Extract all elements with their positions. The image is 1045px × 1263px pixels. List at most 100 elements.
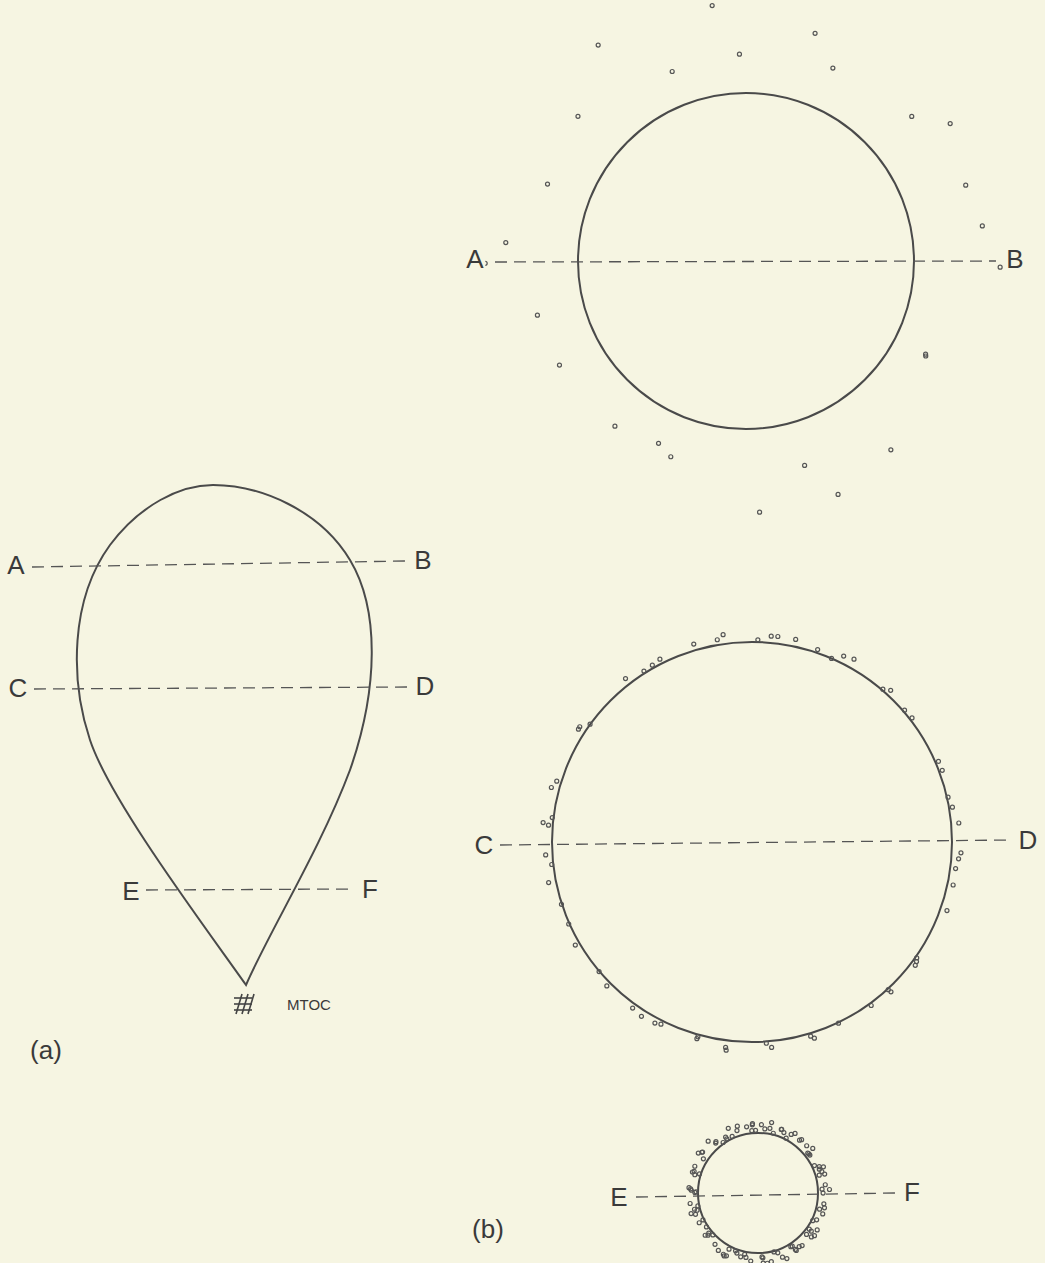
particle-dot xyxy=(784,1136,788,1140)
particle-dot xyxy=(980,224,984,228)
particle-dot xyxy=(758,510,762,514)
particle-dot xyxy=(957,821,961,825)
particle-dot xyxy=(721,1141,725,1145)
particle-dot xyxy=(759,1123,763,1127)
particle-dot xyxy=(769,634,773,638)
section-end-label: C xyxy=(7,675,30,701)
particle-dot xyxy=(910,716,914,720)
particle-dot xyxy=(957,857,961,861)
particle-dot xyxy=(817,1173,821,1177)
cell-outline xyxy=(77,485,372,985)
particle-dot xyxy=(793,1131,797,1135)
particle-dot xyxy=(821,1212,825,1216)
particle-dot xyxy=(726,1126,730,1130)
particle-dot xyxy=(831,66,835,70)
particle-dot xyxy=(692,642,696,646)
particle-dot xyxy=(803,463,807,467)
particle-dot xyxy=(794,637,798,641)
particle-dot xyxy=(546,182,550,186)
particle-dot xyxy=(756,638,760,642)
particle-dot xyxy=(889,688,893,692)
particle-dot xyxy=(770,1121,774,1125)
particle-dot xyxy=(576,114,580,118)
particle-dot xyxy=(800,1244,804,1248)
section-end-label: F xyxy=(902,1179,922,1205)
particle-dot xyxy=(715,638,719,642)
particle-dot xyxy=(650,663,654,667)
particle-dot xyxy=(559,902,563,906)
particle-dot xyxy=(827,1187,831,1191)
particle-dot xyxy=(823,1172,827,1176)
particle-dot xyxy=(822,1202,826,1206)
particle-dot xyxy=(657,441,661,445)
particle-dot xyxy=(793,1247,797,1251)
particle-dot xyxy=(770,1045,774,1049)
particle-dot xyxy=(689,1212,693,1216)
particle-dot xyxy=(550,863,554,867)
section-end-label: B xyxy=(1004,246,1025,272)
particle-dot xyxy=(735,1251,739,1255)
particle-dot xyxy=(693,1164,697,1168)
section-end-label: E xyxy=(120,878,141,904)
particle-dot xyxy=(701,1218,705,1222)
particle-dot xyxy=(800,1138,804,1142)
particle-dot xyxy=(567,922,571,926)
particle-dot xyxy=(694,1212,698,1216)
particle-dot xyxy=(710,4,714,8)
particle-dot xyxy=(807,1152,811,1156)
particle-dot xyxy=(903,708,907,712)
particle-dot xyxy=(763,1127,767,1131)
section-line xyxy=(146,889,355,890)
particle-dot xyxy=(700,1150,704,1154)
particle-dot xyxy=(945,909,949,913)
particle-dot xyxy=(940,768,944,772)
particle-dot xyxy=(811,1219,815,1223)
particle-dot xyxy=(809,1235,813,1239)
particle-dot xyxy=(761,1256,765,1260)
particle-dot xyxy=(764,1041,768,1045)
particle-dot xyxy=(557,363,561,367)
particle-dot xyxy=(550,816,554,820)
particle-dot xyxy=(693,1173,697,1177)
particle-dot xyxy=(541,821,545,825)
particle-dot xyxy=(812,1164,816,1168)
section-end-label: A xyxy=(5,552,26,578)
particle-dot xyxy=(735,1129,739,1133)
particle-dot xyxy=(951,883,955,887)
section-end-label: E xyxy=(608,1184,629,1210)
particle-dot xyxy=(823,1183,827,1187)
particle-dot xyxy=(695,1037,699,1041)
particle-dot xyxy=(653,1021,657,1025)
particle-dot xyxy=(889,990,893,994)
particle-dot xyxy=(785,1257,789,1261)
particle-dot xyxy=(830,656,834,660)
particle-dot xyxy=(535,313,539,317)
particle-dot xyxy=(811,1146,815,1150)
particle-dot xyxy=(639,1014,643,1018)
section-end-label: D xyxy=(414,673,437,699)
particle-dot xyxy=(642,669,646,673)
particle-dot xyxy=(822,1206,826,1210)
particle-dot xyxy=(771,1131,775,1135)
section-circle xyxy=(698,1133,818,1253)
particle-dot xyxy=(737,52,741,56)
particle-dot xyxy=(697,1221,701,1225)
mtoc-symbol xyxy=(234,994,254,1014)
particle-dot xyxy=(782,1131,786,1135)
particle-dot xyxy=(688,1202,692,1206)
panel-label: (a) xyxy=(28,1037,64,1063)
particle-dot xyxy=(852,657,856,661)
particle-dot xyxy=(936,759,940,763)
particle-dot xyxy=(950,805,954,809)
particle-dot xyxy=(946,795,950,799)
particle-dot xyxy=(701,1150,705,1154)
particle-dot xyxy=(735,1124,739,1128)
particle-dot xyxy=(730,1134,734,1138)
particle-dot xyxy=(869,1004,873,1008)
particle-dot xyxy=(998,265,1002,269)
particle-dot xyxy=(658,657,662,661)
particle-dot xyxy=(714,1140,718,1144)
particle-dot xyxy=(687,1186,691,1190)
section-line xyxy=(636,1193,896,1197)
particle-dot xyxy=(749,1259,753,1263)
